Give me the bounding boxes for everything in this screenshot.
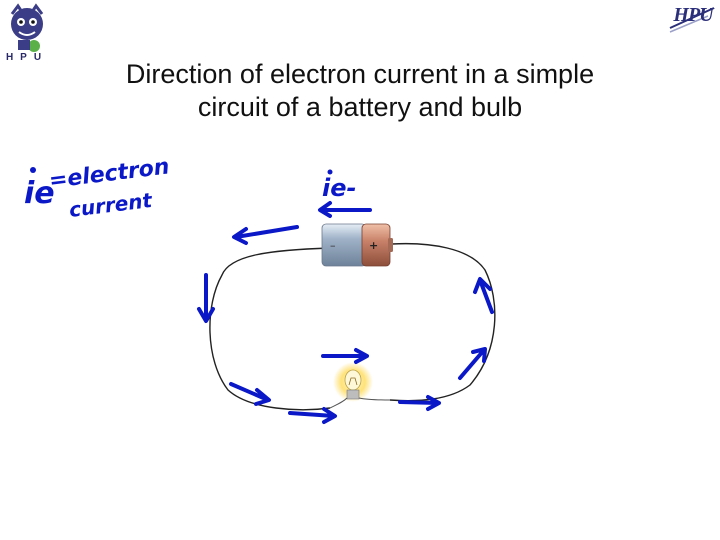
legend-text-current: current [68, 188, 155, 222]
current-arrow-right-top [473, 277, 494, 314]
top-label-text: ie- [322, 174, 356, 202]
title-line-2: circuit of a battery and bulb [197, 92, 523, 122]
electron-current-legend: ie =electron current [24, 154, 171, 222]
page-title: Direction of electron current in a simpl… [70, 58, 650, 124]
top-current-label: ie- [322, 169, 356, 202]
current-arrow-left-down [197, 273, 215, 323]
light-bulb [329, 362, 391, 409]
legend-text-electron: =electron [48, 154, 171, 194]
hpu-left-logo-text: HPU [5, 52, 49, 63]
current-arrow-top-battery [318, 201, 372, 218]
title-line-1: Direction of electron current in a simpl… [125, 59, 595, 89]
hpu-right-logo-text: HPU [673, 4, 713, 26]
current-arrow-bottom-right [398, 395, 441, 411]
battery-positive-label: + [369, 239, 378, 252]
battery: – + [321, 223, 393, 267]
hpu-mascot-logo [10, 3, 44, 52]
current-arrow-bulb-top [321, 348, 369, 364]
circuit-wire [209, 242, 496, 411]
legend-symbol: ie [24, 176, 55, 211]
current-arrow-top-left [232, 225, 299, 245]
hpu-wordmark-logo [669, 7, 715, 33]
current-arrow-right-up [458, 347, 487, 380]
current-arrow-bottom-left [229, 382, 271, 406]
battery-negative-label: – [330, 239, 336, 252]
current-arrow-bottom-center [288, 407, 337, 424]
